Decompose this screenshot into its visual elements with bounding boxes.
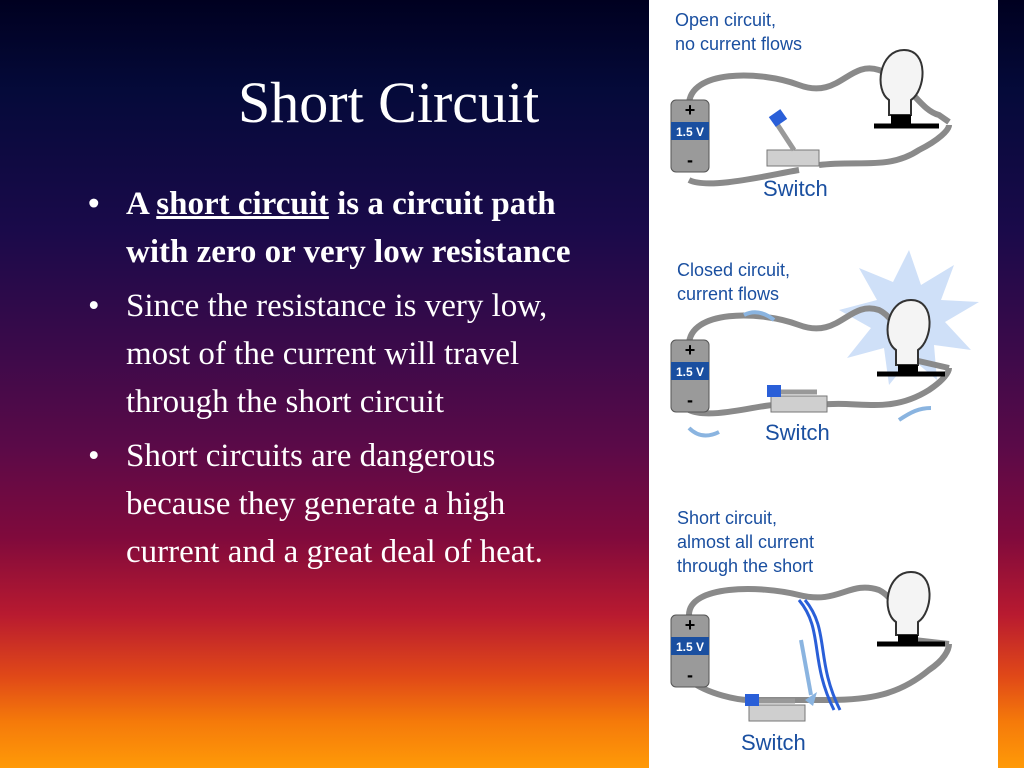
- bullet-resistance: • Since the resistance is very low, most…: [84, 282, 586, 426]
- switch-label: Switch: [765, 420, 830, 445]
- switch-handle: [745, 694, 759, 706]
- arrow-head: [805, 692, 817, 706]
- lightbulb-icon: [879, 48, 924, 116]
- open-circuit-caption: Open circuit, no current flows: [675, 10, 803, 54]
- switch-handle: [767, 385, 781, 397]
- bullet-text-pre: A: [126, 186, 157, 222]
- wire: [687, 643, 952, 703]
- lightbulb-icon: [886, 570, 931, 636]
- circuit-diagrams-panel: Open circuit, no current flows + 1.5 V -…: [649, 0, 998, 768]
- bullet-text: Short circuits are dangerous because the…: [126, 438, 543, 570]
- short-circuit-term: short circuit: [156, 186, 329, 222]
- battery-plus: +: [685, 100, 696, 120]
- battery-voltage: 1.5 V: [676, 125, 704, 139]
- current-arrow: [743, 310, 776, 322]
- battery-voltage: 1.5 V: [676, 365, 704, 379]
- switch-base: [770, 395, 828, 413]
- closed-circuit-caption: Closed circuit, current flows: [677, 260, 791, 304]
- battery-label-bg: [671, 362, 709, 380]
- short-circuit-caption: Short circuit, almost all current throug…: [677, 508, 815, 576]
- battery-plus: +: [685, 615, 696, 635]
- wire: [687, 367, 952, 417]
- battery-voltage: 1.5 V: [676, 640, 704, 654]
- battery-minus: -: [687, 390, 693, 410]
- battery-plus: +: [685, 340, 696, 360]
- open-circuit-diagram: + 1.5 V -: [670, 48, 952, 187]
- switch-base: [748, 704, 806, 722]
- bullet-list: • A short circuit is a circuit path with…: [84, 180, 604, 582]
- current-arrow: [897, 406, 932, 422]
- bulb-socket: [898, 635, 918, 645]
- battery-minus: -: [687, 665, 693, 685]
- short-wire: [803, 599, 842, 711]
- bullet-danger: • Short circuits are dangerous because t…: [84, 432, 586, 576]
- bullet-definition: • A short circuit is a circuit path with…: [84, 180, 576, 276]
- current-arrow: [799, 639, 813, 696]
- switch-base: [766, 149, 820, 167]
- closed-circuit-diagram: + 1.5 V -: [670, 250, 979, 438]
- battery-label-bg: [671, 122, 709, 140]
- bullet-text: Since the resistance is very low, most o…: [126, 288, 548, 420]
- bullet-text-post: is a circuit path with zero or very low …: [126, 186, 571, 270]
- slide-title: Short Circuit: [238, 70, 540, 135]
- switch-lever: [774, 122, 797, 152]
- battery-label-bg: [671, 637, 709, 655]
- bullet-marker: •: [88, 288, 100, 324]
- battery-minus: -: [687, 150, 693, 170]
- current-arrow: [687, 426, 720, 438]
- bullet-marker: •: [88, 186, 100, 222]
- switch-label: Switch: [763, 176, 828, 201]
- bulb-socket: [898, 365, 918, 375]
- short-wire: [797, 599, 836, 711]
- switch-label: Switch: [741, 730, 806, 755]
- switch-handle: [768, 109, 788, 127]
- short-circuit-diagram: + 1.5 V -: [670, 570, 952, 722]
- wire: [687, 124, 952, 187]
- bullet-marker: •: [88, 438, 100, 474]
